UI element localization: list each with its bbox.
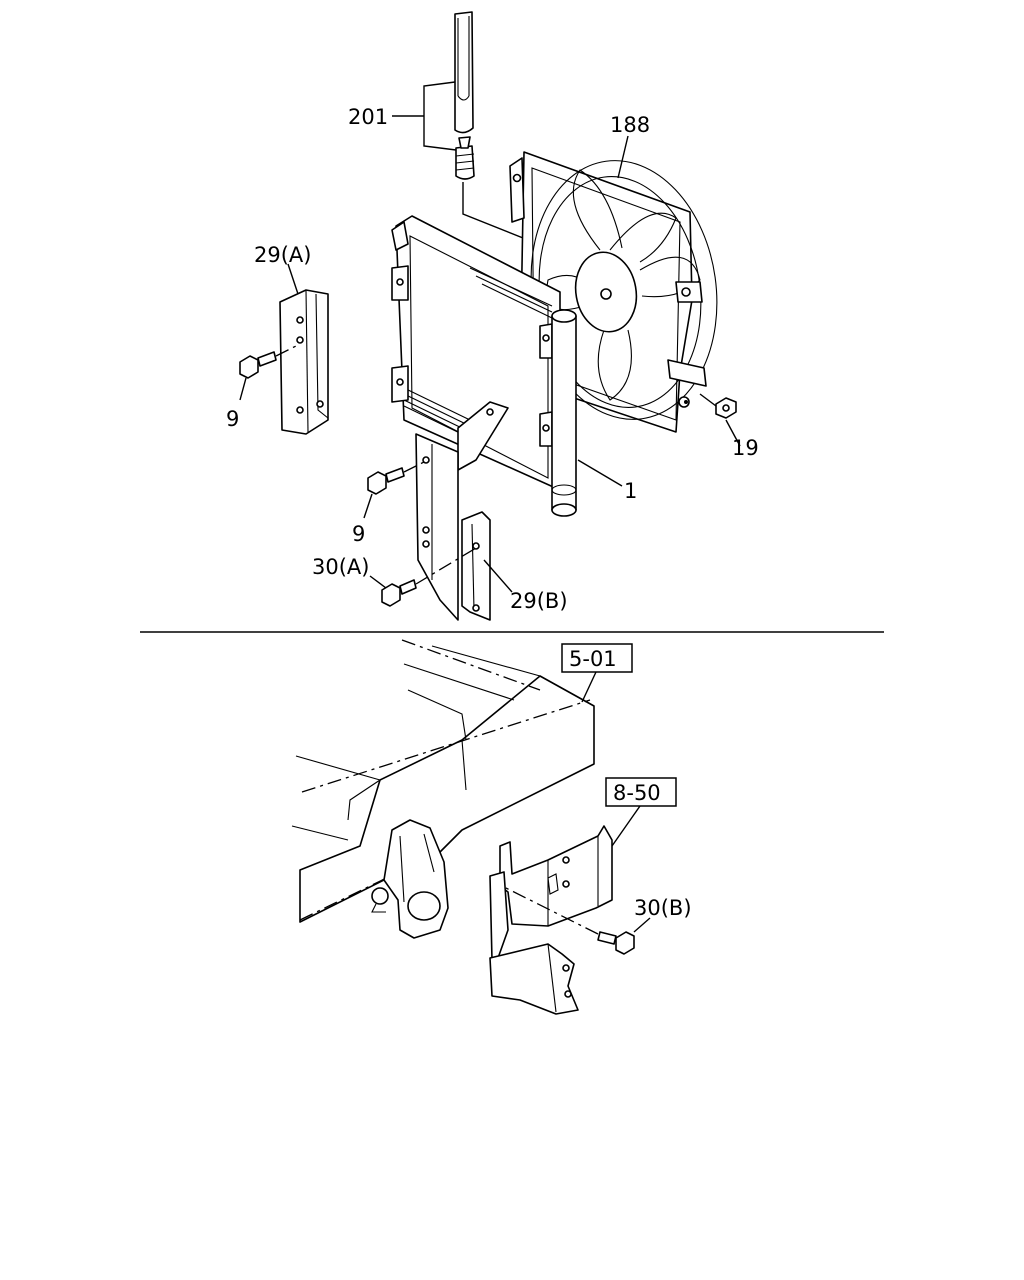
leader-30b: [633, 917, 651, 933]
leader-19-to-fan: [699, 393, 717, 407]
leader-1: [577, 459, 623, 487]
label-9-lower: 9: [352, 522, 365, 546]
leader-9-lower: [363, 493, 373, 519]
bracket-lower-long: [415, 433, 459, 621]
leader-201: [392, 81, 457, 151]
leader-8-50: [611, 805, 641, 847]
leader-9-upper: [239, 377, 247, 401]
bolt-part-9-lower: [367, 467, 405, 495]
cross-bracket-ref-8-50: [489, 825, 613, 1015]
frame-centerline-top: [401, 639, 541, 691]
leader-29b: [483, 559, 513, 593]
nut-part-19: [715, 397, 737, 419]
condenser-part-1: [391, 215, 577, 517]
label-30b: 30(B): [634, 896, 692, 920]
frame-hanger-bracket: [371, 819, 449, 939]
bracket-part-29a: [279, 289, 329, 435]
label-30a: 30(A): [312, 555, 369, 579]
reference-8-50: 8-50: [613, 781, 661, 805]
reference-box-8-50: 8-50: [605, 777, 677, 807]
label-19: 19: [732, 436, 759, 460]
label-29a: 29(A): [254, 243, 311, 267]
bolt-part-9-upper: [239, 351, 277, 379]
label-1: 1: [624, 479, 637, 503]
axis-9-upper: [275, 345, 297, 357]
leader-29a: [287, 263, 299, 295]
axis-30a: [415, 547, 477, 585]
axis-30b: [505, 887, 599, 935]
reference-box-5-01: 5-01: [561, 643, 633, 673]
label-201: 201: [348, 105, 388, 129]
receiver-drier-part-201: [454, 11, 475, 180]
frame-centerline-mid: [301, 699, 591, 793]
leader-30a: [369, 575, 387, 589]
label-29b: 29(B): [510, 589, 568, 613]
bracket-part-29b: [461, 511, 491, 621]
bolt-part-30b: [597, 931, 635, 955]
leader-5-01: [581, 671, 597, 703]
label-188: 188: [610, 113, 650, 137]
reference-5-01: 5-01: [569, 647, 617, 671]
bolt-part-30a: [381, 579, 417, 607]
axis-9-lower: [403, 461, 425, 473]
label-9-upper: 9: [226, 407, 239, 431]
leader-188: [617, 135, 629, 179]
leader-19: [725, 419, 741, 447]
